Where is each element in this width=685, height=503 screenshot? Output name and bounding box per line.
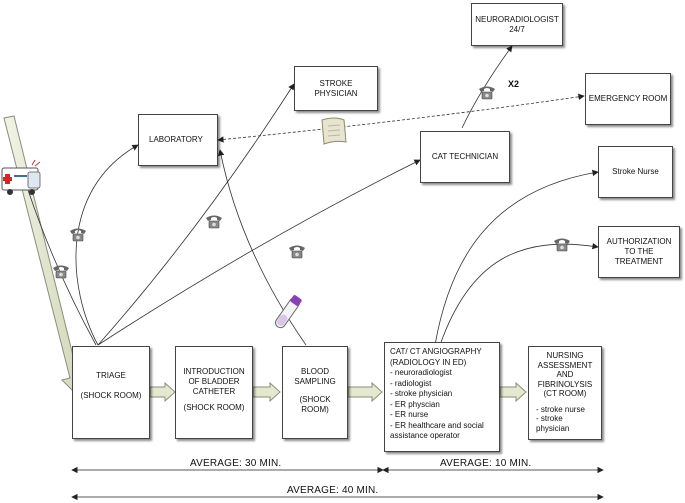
test-tube-icon xyxy=(275,295,302,329)
connector-ambulance-triage xyxy=(27,189,97,346)
nursing-title: NURSING ASSESSMENT AND FIBRINOLYSIS xyxy=(537,351,593,389)
connector-lab-emergency xyxy=(217,93,585,143)
ct-item: - ER healthcare and social assistance op… xyxy=(390,420,484,441)
ct-item: - ER physcian xyxy=(390,399,440,409)
bladder-catheter-box: INTRODUCTION OF BLADDER CATHETER (SHOCK … xyxy=(175,346,253,439)
average-10-label: AVERAGE: 10 MIN. xyxy=(440,458,532,469)
authorization-label: AUTHORIZATION TO THE TREATMENT xyxy=(606,237,672,266)
cat-technician-box: CAT TECHNICIAN xyxy=(420,131,510,183)
flow-arrows xyxy=(149,381,527,403)
x2-label: X2 xyxy=(508,79,520,89)
bladder-sub: (SHOCK ROOM) xyxy=(183,403,245,412)
ct-item: - neuroradiologist xyxy=(390,368,452,377)
nursing-assessment-box: NURSING ASSESSMENT AND FIBRINOLYSIS (CT … xyxy=(528,346,602,440)
nursing-item: - stroke nurse xyxy=(536,404,585,414)
laboratory-box: LABORATORY xyxy=(138,114,218,166)
authorization-box: AUTHORIZATION TO THE TREATMENT xyxy=(598,226,680,278)
blood-title: BLOOD SAMPLING xyxy=(294,367,336,386)
triage-box: TRIAGE (SHOCK ROOM) xyxy=(72,346,150,439)
phone-icon xyxy=(70,228,86,242)
laboratory-label: LABORATORY xyxy=(149,135,203,144)
connector-triage-cat-technician xyxy=(97,159,421,346)
triage-sub: (SHOCK ROOM) xyxy=(80,391,142,400)
nursing-sub: (CT ROOM) xyxy=(543,389,587,398)
neuroradiologist-label: NEURORADIOLOGIST 24/7 xyxy=(475,14,559,34)
nursing-item: - stroke physician xyxy=(536,414,570,433)
ct-item: - ER nurse xyxy=(390,410,429,419)
timeline-lines xyxy=(71,466,604,501)
ambulance-icon xyxy=(1,159,41,195)
emergency-room-box: EMERGENCY ROOM xyxy=(585,73,671,125)
emergency-room-label: EMERGENCY ROOM xyxy=(588,94,668,103)
connector-triage-laboratory xyxy=(75,144,139,346)
cat-technician-label: CAT TECHNICIAN xyxy=(431,152,499,161)
phone-icon xyxy=(479,86,495,100)
blood-sub: (SHOCK ROOM) xyxy=(299,395,331,414)
ct-item: - radiologist xyxy=(390,378,432,388)
ct-item: - stroke physician xyxy=(390,389,453,398)
phone-icon xyxy=(206,215,222,229)
neuroradiologist-box: NEURORADIOLOGIST 24/7 xyxy=(471,3,563,46)
stroke-nurse-label: Stroke Nurse xyxy=(612,167,659,176)
ct-title: CAT/ CT ANGIOGRAPHY (RADIOLOGY IN ED) xyxy=(390,347,482,367)
ct-angiography-box: CAT/ CT ANGIOGRAPHY (RADIOLOGY IN ED) - … xyxy=(384,342,500,452)
stroke-physician-box: STROKE PHYSICIAN xyxy=(294,66,378,111)
average-30-label: AVERAGE: 30 MIN. xyxy=(190,458,282,469)
blood-sampling-box: BLOOD SAMPLING (SHOCK ROOM) xyxy=(282,346,348,439)
stroke-nurse-box: Stroke Nurse xyxy=(598,146,673,198)
connector-ct-authorization xyxy=(439,242,599,346)
bladder-title: INTRODUCTION OF BLADDER CATHETER xyxy=(183,367,245,396)
connector-blood-laboratory xyxy=(217,149,307,346)
average-40-label: AVERAGE: 40 MIN. xyxy=(287,485,379,496)
phone-icon xyxy=(289,245,305,259)
connector-ct-stroke-nurse xyxy=(434,169,599,346)
phone-icon xyxy=(554,238,570,252)
triage-title: TRIAGE xyxy=(96,371,126,380)
stroke-physician-label: STROKE PHYSICIAN xyxy=(314,78,358,98)
document-icon xyxy=(321,117,347,145)
phone-icon xyxy=(53,265,69,279)
